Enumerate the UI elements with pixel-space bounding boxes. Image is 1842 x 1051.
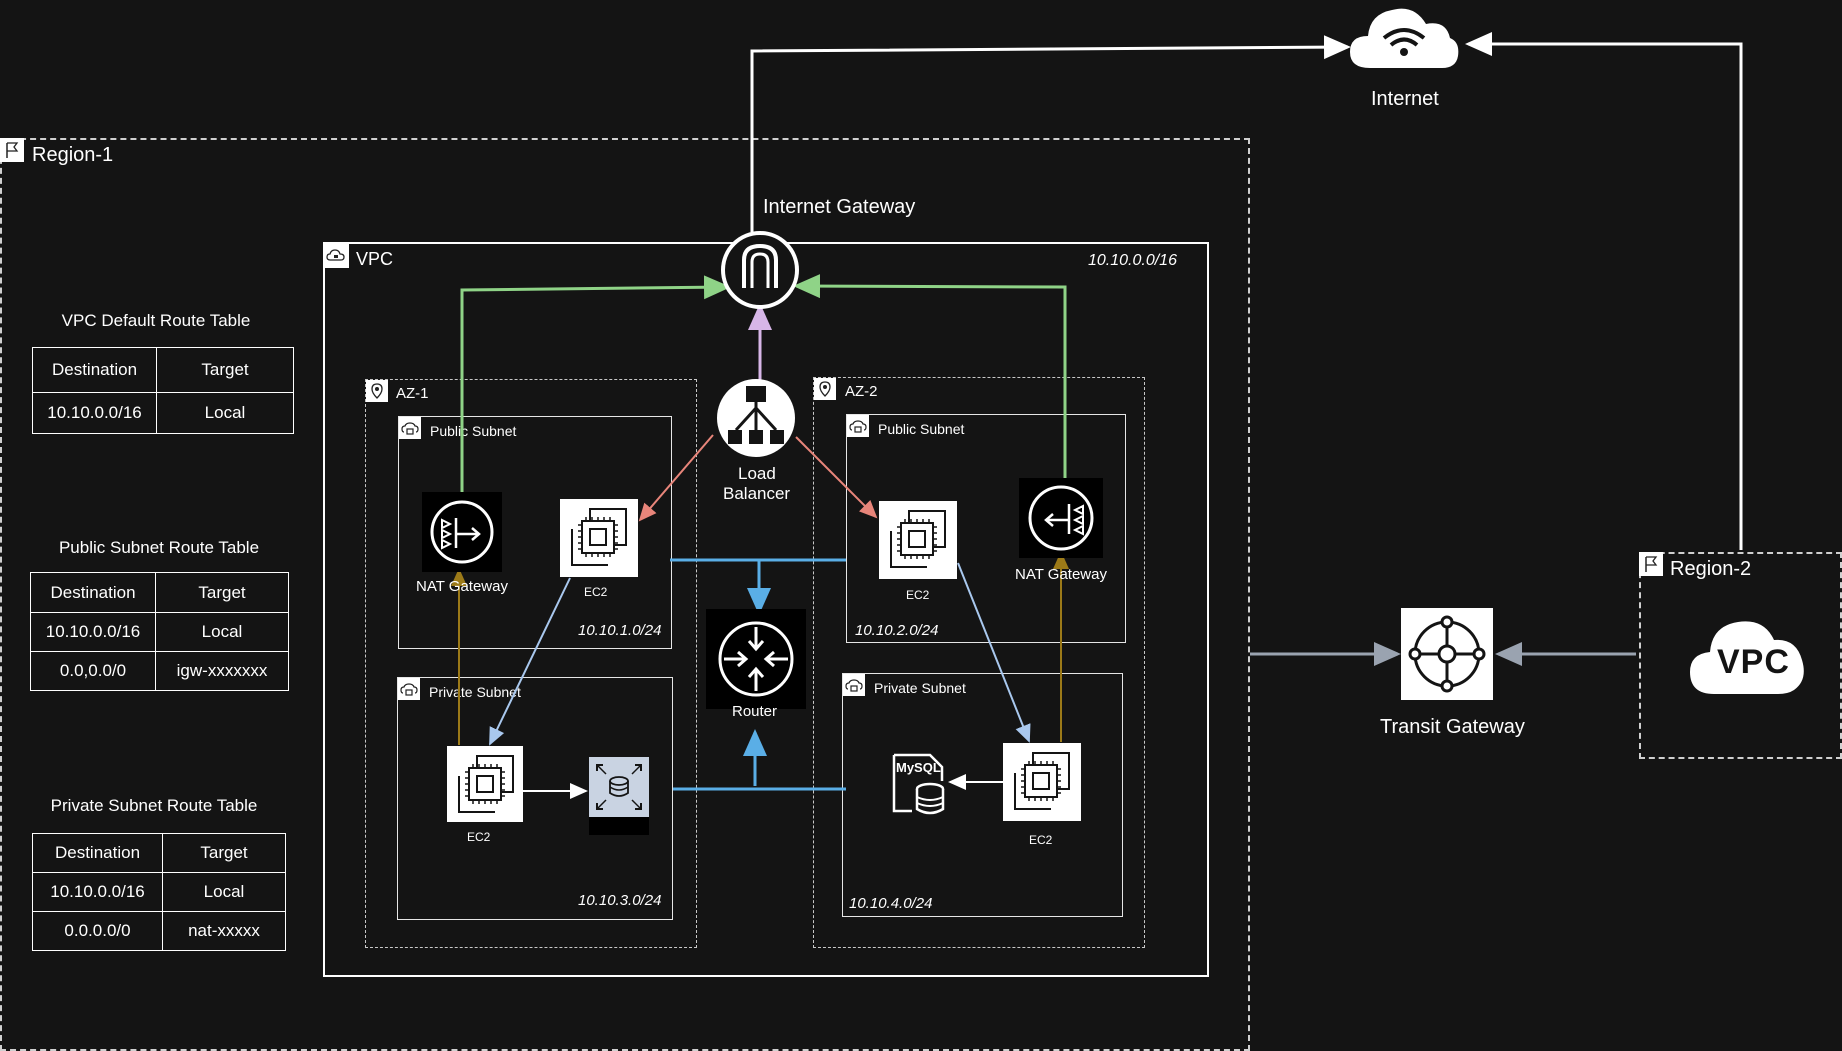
internet-cloud-icon bbox=[1346, 0, 1462, 72]
subnet-label: Private Subnet bbox=[874, 680, 966, 696]
az-1-private-subnet bbox=[397, 677, 673, 920]
ec2-label: EC2 bbox=[584, 585, 608, 599]
ec2-label: EC2 bbox=[467, 830, 491, 844]
route-target: Local bbox=[156, 392, 294, 434]
az-1-container bbox=[365, 379, 697, 948]
nat-gateway-icon bbox=[422, 492, 502, 572]
subnet-label: Private Subnet bbox=[429, 684, 521, 700]
ec2-public-to-private-az2-line bbox=[957, 562, 1031, 743]
load-balancer-icon bbox=[716, 378, 796, 458]
router-icon bbox=[706, 609, 806, 709]
mysql-label: MySQL bbox=[896, 760, 941, 775]
internet-gateway-label: Internet Gateway bbox=[763, 196, 916, 218]
subnet-label: Public Subnet bbox=[430, 423, 517, 439]
public-subnet-route-table-title: Public Subnet Route Table bbox=[58, 538, 260, 557]
route-target: Local bbox=[155, 612, 289, 652]
route-target: nat-xxxxx bbox=[162, 911, 286, 951]
nat-gateway-label: NAT Gateway bbox=[1015, 566, 1107, 583]
vpc-default-route-table: Destination Target 10.10.0.0/16 Local bbox=[32, 347, 294, 434]
ec2-label: EC2 bbox=[906, 588, 930, 602]
nat2-to-igw-line bbox=[793, 274, 1067, 480]
nat-gateway-icon bbox=[1019, 478, 1103, 558]
route-destination: 10.10.0.0/16 bbox=[32, 872, 163, 912]
vpc-default-route-table-title: VPC Default Route Table bbox=[61, 311, 251, 330]
az-pin-icon bbox=[814, 378, 836, 400]
route-destination: 10.10.0.0/16 bbox=[32, 392, 157, 434]
route-destination: 0.0.0.0/0 bbox=[32, 911, 163, 951]
internet-gateway-icon bbox=[720, 230, 800, 310]
az-2-public-subnet bbox=[846, 414, 1126, 643]
ec2-public-to-private-az1-line bbox=[489, 577, 571, 746]
load-balancer-label-line1: Load bbox=[738, 464, 776, 483]
subnet-cidr: 10.10.1.0/24 bbox=[578, 622, 662, 639]
az-2-label: AZ-2 bbox=[845, 383, 878, 400]
route-destination: 0.0,0.0/0 bbox=[30, 651, 156, 691]
column-header-destination: Destination bbox=[30, 572, 156, 613]
subnet-label: Public Subnet bbox=[878, 421, 965, 437]
region-1-container bbox=[0, 138, 1250, 1051]
ec2-instance-icon bbox=[447, 746, 523, 822]
vpc-cidr: 10.10.0.0/16 bbox=[1088, 252, 1177, 269]
nat1-to-igw-line bbox=[460, 275, 731, 500]
storage-volume-icon bbox=[589, 757, 649, 835]
region-flag-icon bbox=[1639, 552, 1663, 576]
transit-gateway-icon bbox=[1401, 608, 1493, 700]
subnet-lock-icon bbox=[843, 674, 865, 696]
subnet-lock-icon bbox=[398, 678, 420, 700]
subnet-lock-icon bbox=[847, 415, 869, 437]
public-subnet-route-table: Destination Target 10.10.0.0/16 Local 0.… bbox=[30, 572, 289, 691]
az-1-label: AZ-1 bbox=[396, 385, 429, 402]
ec2-instance-icon bbox=[879, 501, 957, 579]
route-target: Local bbox=[162, 872, 286, 912]
region2-to-internet-line bbox=[1465, 32, 1743, 550]
router-label: Router bbox=[732, 703, 778, 720]
region-2-container bbox=[1639, 552, 1842, 759]
internet-label: Internet bbox=[1371, 88, 1439, 110]
ec2-instance-icon bbox=[1003, 743, 1081, 821]
route-destination: 10.10.0.0/16 bbox=[30, 612, 156, 652]
region-flag-icon bbox=[0, 138, 24, 162]
lb-to-ec2-az1-line bbox=[638, 434, 714, 522]
route-target: igw-xxxxxxx bbox=[155, 651, 289, 691]
region-2-label: Region-2 bbox=[1670, 558, 1752, 580]
ec2-instance-icon bbox=[560, 499, 638, 577]
subnet-cidr: 10.10.2.0/24 bbox=[855, 622, 939, 639]
mysql-database-icon bbox=[886, 751, 950, 817]
subnet-cidr: 10.10.4.0/24 bbox=[849, 895, 933, 912]
az-2-private-subnet bbox=[842, 673, 1123, 917]
private-subnet-route-table: Destination Target 10.10.0.0/16 Local 0.… bbox=[32, 833, 286, 951]
subnet-lock-icon bbox=[399, 417, 421, 439]
region-2-vpc-cloud-icon bbox=[1688, 610, 1808, 696]
nat-gateway-label: NAT Gateway bbox=[416, 578, 508, 595]
igw-to-internet-line bbox=[750, 35, 1351, 232]
lb-to-ec2-az2-line bbox=[795, 436, 878, 519]
transit-gateway-label: Transit Gateway bbox=[1380, 716, 1525, 738]
vpc-label: VPC bbox=[356, 249, 394, 269]
region-2-vpc-label: VPC bbox=[1717, 643, 1790, 681]
subnet-cidr: 10.10.3.0/24 bbox=[578, 892, 662, 909]
private-subnet-route-table-title: Private Subnet Route Table bbox=[50, 796, 258, 815]
load-balancer-label-line2: Balancer bbox=[723, 484, 791, 503]
ec2-label: EC2 bbox=[1029, 833, 1053, 847]
az-2-container bbox=[813, 377, 1145, 948]
column-header-destination: Destination bbox=[32, 833, 163, 873]
az-pin-icon bbox=[366, 380, 388, 402]
vpc-cloud-icon bbox=[324, 243, 349, 268]
region-1-label: Region-1 bbox=[32, 144, 114, 166]
